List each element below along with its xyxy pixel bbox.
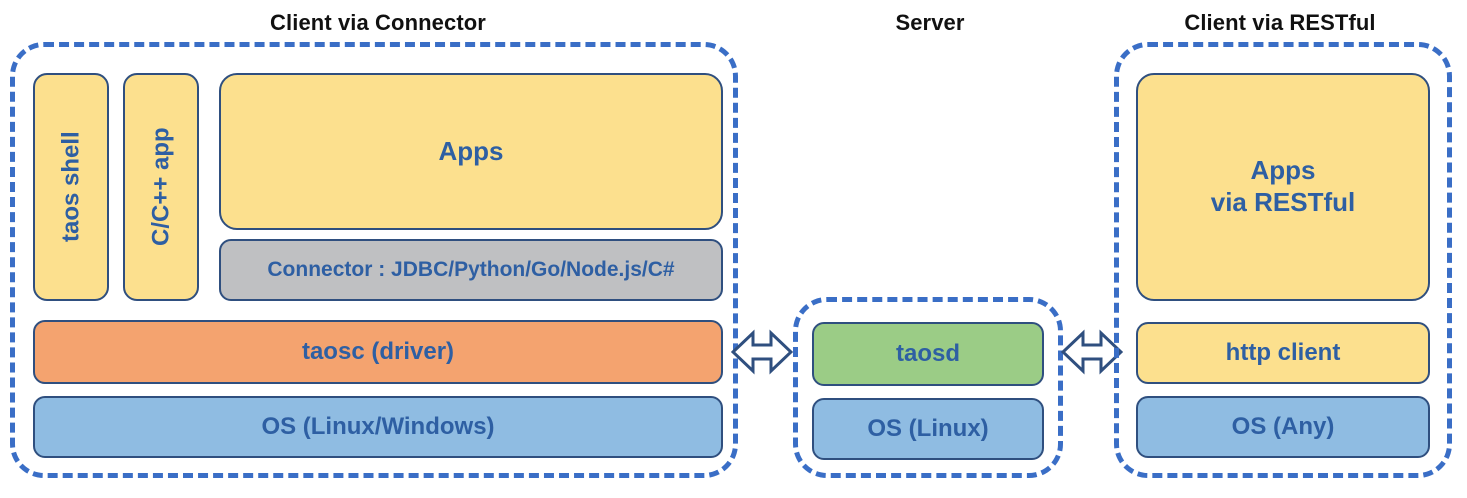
- node-connector[interactable]: Connector : JDBC/Python/Go/Node.js/C#: [219, 239, 723, 301]
- group-server: [793, 297, 1063, 478]
- node-os-linux[interactable]: OS (Linux): [812, 398, 1044, 460]
- node-apps[interactable]: Apps: [219, 73, 723, 230]
- bidirectional-arrow-right: [1061, 321, 1123, 383]
- group-client-via-connector: [10, 42, 738, 478]
- node-apps-via-restful-line1: Apps: [1250, 155, 1316, 186]
- node-taos-shell[interactable]: taos shell: [33, 73, 109, 301]
- node-taosd[interactable]: taosd: [812, 322, 1044, 386]
- node-taosc-driver[interactable]: taosc (driver): [33, 320, 723, 384]
- node-apps-via-restful[interactable]: Apps via RESTful: [1136, 73, 1430, 301]
- group-title-server: Server: [895, 10, 965, 35]
- node-os-any[interactable]: OS (Any): [1136, 396, 1430, 458]
- node-c-cpp-app[interactable]: C/C++ app: [123, 73, 199, 301]
- node-apps-via-restful-line2: via RESTful: [1210, 187, 1356, 217]
- group-title-client-connector: Client via Connector: [270, 10, 486, 35]
- node-os-linux-windows[interactable]: OS (Linux/Windows): [33, 396, 723, 458]
- node-http-client[interactable]: http client: [1136, 322, 1430, 384]
- group-client-via-restful: [1114, 42, 1452, 478]
- group-title-client-restful: Client via RESTful: [1184, 10, 1376, 35]
- bidirectional-arrow-left: [731, 321, 793, 383]
